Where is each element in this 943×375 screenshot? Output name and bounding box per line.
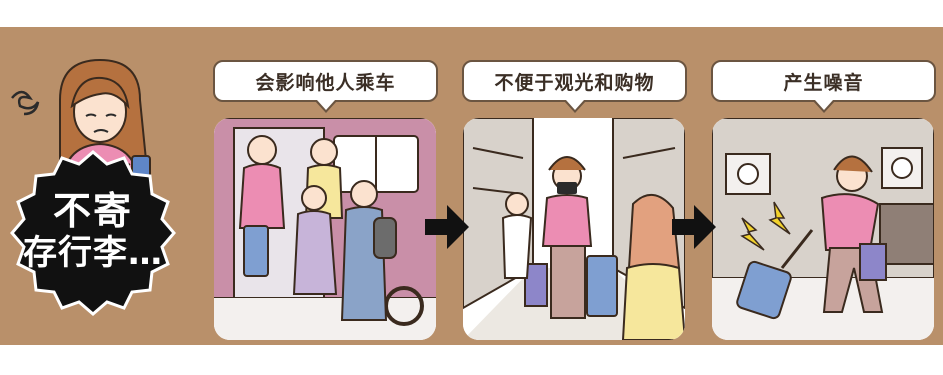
caption-inconvenient-sightseeing: 不便于观光和购物 bbox=[462, 60, 687, 113]
arrow-right-icon bbox=[425, 205, 469, 249]
train-illustration bbox=[214, 118, 436, 340]
noise-illustration bbox=[712, 118, 934, 340]
badge-text: 不寄 存行李… bbox=[4, 189, 182, 273]
arrow-right-icon bbox=[672, 205, 716, 249]
badge-line-2: 存行李… bbox=[23, 232, 163, 273]
caption-affects-passengers: 会影响他人乘车 bbox=[213, 60, 438, 113]
warning-badge-shape bbox=[10, 150, 176, 316]
badge-line-1: 不寄 bbox=[52, 189, 133, 233]
scene-crowded-train bbox=[214, 118, 436, 340]
street-illustration bbox=[463, 118, 685, 340]
scene-sightseeing-street bbox=[463, 118, 685, 340]
caption-noise: 产生噪音 bbox=[711, 60, 936, 113]
scene-suitcase-noise bbox=[712, 118, 934, 340]
